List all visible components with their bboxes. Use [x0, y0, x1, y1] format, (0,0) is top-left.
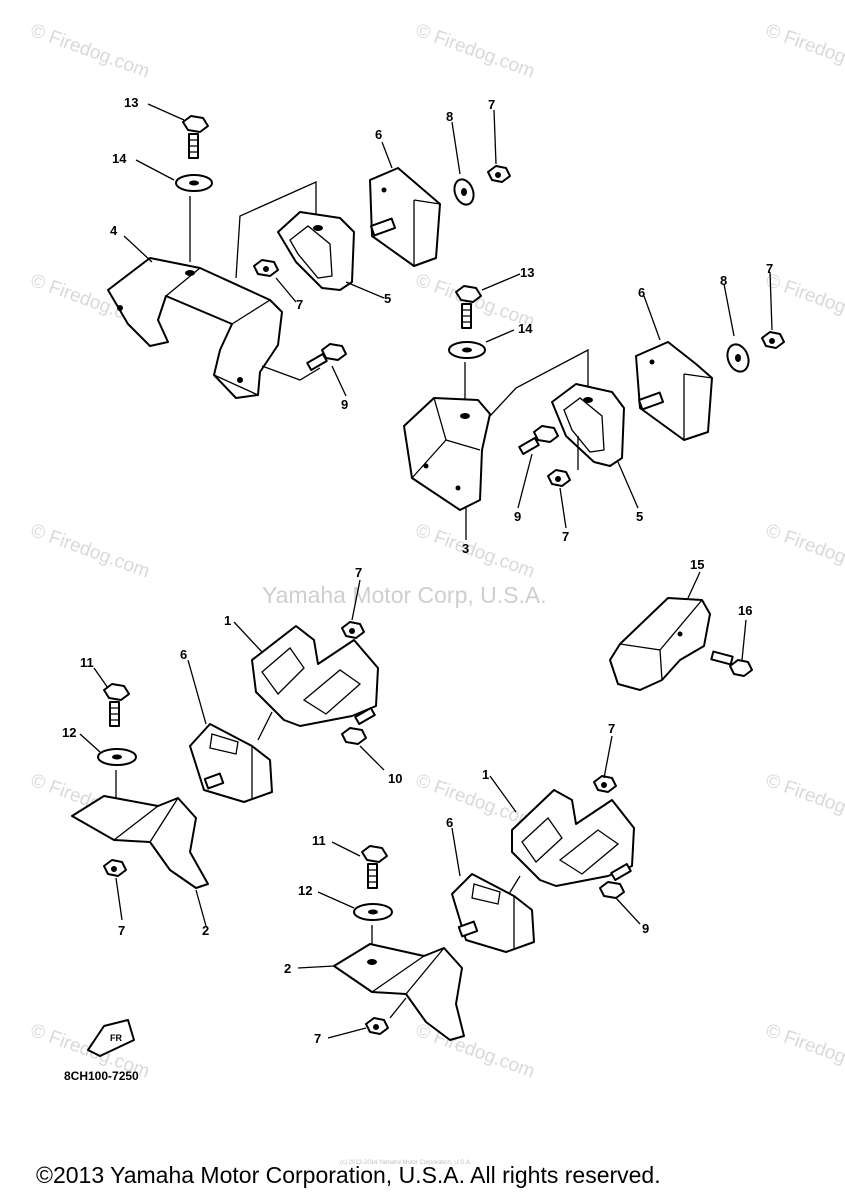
- engine-mount-part: [189, 723, 273, 803]
- bolt-part: [361, 845, 388, 889]
- diagram-code: 8CH100-7250: [64, 1069, 139, 1083]
- callout-label: 15: [690, 557, 705, 572]
- callout-label: 6: [638, 285, 646, 300]
- bracket-part: [71, 795, 209, 889]
- bracket-part: [403, 397, 491, 511]
- washer-part: [353, 903, 393, 921]
- bolt-part: [518, 425, 559, 455]
- callout-label: 6: [375, 127, 383, 142]
- callout-label: 9: [341, 397, 349, 412]
- bolt-part: [306, 343, 347, 371]
- mount-part: [609, 597, 711, 691]
- nut-part: [253, 259, 279, 277]
- callout-label: 7: [296, 297, 304, 312]
- callout-label: 2: [284, 961, 292, 976]
- bolt-part: [455, 285, 482, 329]
- nut-part: [341, 621, 365, 639]
- callout-label: 7: [355, 565, 363, 580]
- callout-label: 7: [766, 261, 774, 276]
- tiny-watermark: (c) 2013-2014 Yamaha Motor Corporation, …: [340, 1160, 472, 1166]
- callout-label: 7: [314, 1031, 322, 1046]
- engine-mount-part: [451, 873, 535, 953]
- callout-label: 10: [388, 771, 403, 786]
- bolt-part: [182, 115, 209, 159]
- nut-part: [761, 331, 785, 349]
- bracket-part: [333, 943, 465, 1041]
- bolt-part: [710, 650, 753, 677]
- nut-part: [593, 775, 617, 793]
- callout-label: 2: [202, 923, 210, 938]
- callout-label: 5: [636, 509, 644, 524]
- front-direction-icon: FR: [87, 1019, 135, 1057]
- callout-label: 9: [642, 921, 650, 936]
- callout-label: 6: [180, 647, 188, 662]
- copyright-notice: ©2013 Yamaha Motor Corporation, U.S.A. A…: [36, 1162, 661, 1188]
- bolt-part: [103, 683, 130, 727]
- bolt-part: [341, 707, 376, 745]
- callout-label: 8: [446, 109, 454, 124]
- bracket-part: [511, 789, 635, 887]
- callout-label: 12: [298, 883, 313, 898]
- callout-label: 1: [482, 767, 490, 782]
- callout-label: 14: [112, 151, 127, 166]
- callout-label: 7: [118, 923, 126, 938]
- nut-part: [365, 1017, 389, 1035]
- engine-mount-part: [369, 167, 441, 267]
- callout-label: 16: [738, 603, 753, 618]
- callout-label: 1: [224, 613, 232, 628]
- bracket-part: [551, 383, 625, 467]
- nut-part: [103, 859, 127, 877]
- nut-part: [487, 165, 511, 183]
- callout-label: 12: [62, 725, 77, 740]
- washer-part: [726, 343, 750, 373]
- fr-mark-label: FR: [110, 1033, 122, 1043]
- callout-label: 14: [518, 321, 533, 336]
- callout-label: 13: [124, 95, 139, 110]
- washer-part: [175, 174, 213, 192]
- callout-label: 11: [312, 833, 326, 848]
- callout-label: 5: [384, 291, 392, 306]
- center-watermark: Yamaha Motor Corp, U.S.A.: [262, 582, 547, 608]
- callout-label: 4: [110, 223, 118, 238]
- callout-label: 7: [608, 721, 616, 736]
- callout-label: 3: [462, 541, 470, 556]
- bolt-part: [599, 863, 632, 899]
- callout-label: 6: [446, 815, 454, 830]
- callout-label: 13: [520, 265, 535, 280]
- engine-mount-part: [635, 341, 713, 441]
- callout-label: 7: [562, 529, 570, 544]
- callout-leaders: [79, 103, 773, 1039]
- washer-part: [448, 341, 486, 359]
- callout-label: 9: [514, 509, 522, 524]
- callout-label: 11: [80, 655, 94, 670]
- bracket-part: [277, 211, 355, 291]
- nut-part: [547, 469, 571, 487]
- callout-label: 7: [488, 97, 496, 112]
- washer-part: [453, 178, 475, 206]
- washer-part: [97, 748, 137, 766]
- bracket-part: [107, 257, 283, 399]
- callout-label: 8: [720, 273, 728, 288]
- bracket-part: [251, 625, 379, 727]
